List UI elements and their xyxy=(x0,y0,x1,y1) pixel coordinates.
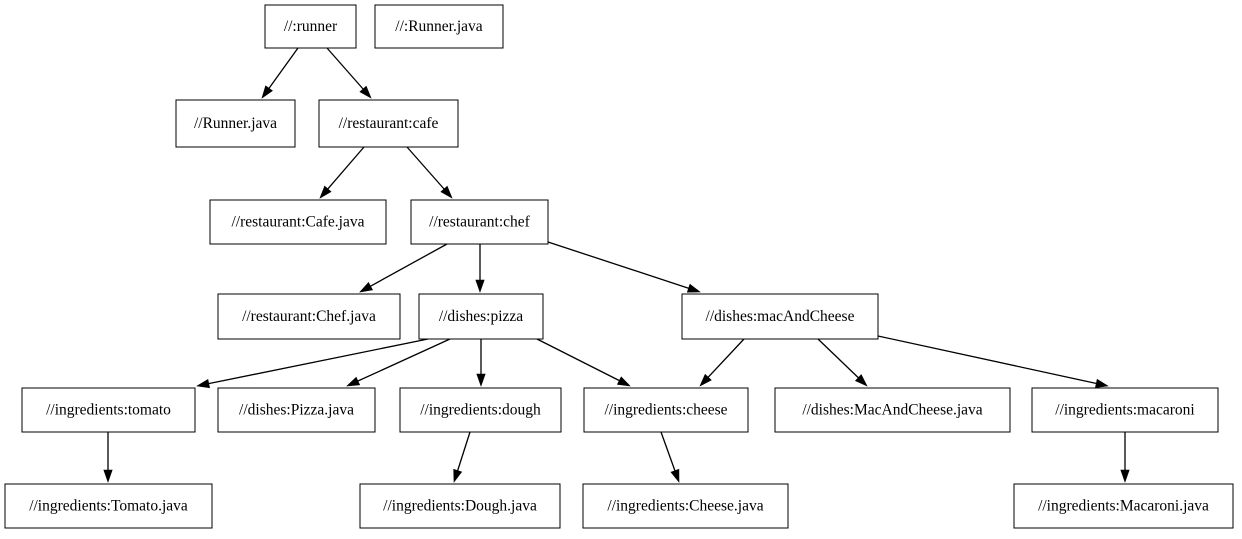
graph-edge xyxy=(346,338,451,387)
arrowhead-icon xyxy=(1094,378,1109,388)
graph-node-ing_tomato[interactable]: //ingredients:tomato xyxy=(21,387,196,433)
graph-edge xyxy=(326,47,372,99)
graph-node-dishes_macjava[interactable]: //dishes:MacAndCheese.java xyxy=(774,387,1011,433)
graph-node-ing_cheese[interactable]: //ingredients:cheese xyxy=(583,387,749,433)
node-box[interactable] xyxy=(359,483,561,529)
arrowhead-icon xyxy=(319,185,332,199)
graph-node-runner[interactable]: //:runner xyxy=(264,4,357,49)
graph-edge xyxy=(817,338,868,387)
graph-node-restaurant_chefjava[interactable]: //restaurant:Chef.java xyxy=(217,293,401,340)
arrowhead-icon xyxy=(359,85,372,99)
node-label: //restaurant:Cafe.java xyxy=(232,214,365,231)
graph-edge xyxy=(536,338,631,387)
graph-node-ing_macaronijava[interactable]: //ingredients:Macaroni.java xyxy=(1013,483,1234,529)
graph-edge xyxy=(319,146,365,199)
graph-edge xyxy=(476,339,486,387)
arrowhead-icon xyxy=(261,85,273,99)
node-label: //:Runner.java xyxy=(395,18,483,35)
graph-edge xyxy=(103,432,113,483)
arrowhead-icon xyxy=(359,282,374,293)
arrowhead-icon xyxy=(686,283,701,293)
arrowhead-icon xyxy=(854,374,868,387)
arrowhead-icon xyxy=(699,373,712,387)
arrowhead-icon xyxy=(440,185,453,199)
node-label: //ingredients:cheese xyxy=(604,402,727,419)
node-label: //restaurant:Chef.java xyxy=(242,308,376,325)
node-label: //ingredients:tomato xyxy=(46,402,171,419)
node-box[interactable] xyxy=(583,387,749,433)
node-box[interactable] xyxy=(582,483,789,529)
node-box[interactable] xyxy=(1013,483,1234,529)
node-box[interactable] xyxy=(774,387,1011,433)
node-label: //dishes:MacAndCheese.java xyxy=(802,402,982,419)
node-box[interactable] xyxy=(399,387,562,433)
node-box[interactable] xyxy=(418,293,544,340)
arrowhead-icon xyxy=(616,376,631,387)
node-box[interactable] xyxy=(374,4,504,49)
node-box[interactable] xyxy=(217,387,376,433)
node-box[interactable] xyxy=(681,293,879,340)
graph-node-ing_macaroni[interactable]: //ingredients:macaroni xyxy=(1031,387,1219,433)
graph-node-ing_dough[interactable]: //ingredients:dough xyxy=(399,387,562,433)
arrowhead-icon xyxy=(476,373,486,387)
node-label: //dishes:Pizza.java xyxy=(239,402,354,419)
node-box[interactable] xyxy=(21,387,196,433)
node-layer: //:runner //:Runner.java //Runner.java //re… xyxy=(4,4,1234,529)
edge-layer xyxy=(103,47,1130,483)
graph-edge xyxy=(877,335,1109,388)
graph-node-restaurant_cafe[interactable]: //restaurant:cafe xyxy=(318,99,459,148)
node-label: //ingredients:dough xyxy=(420,402,541,419)
node-label: //:runner xyxy=(284,18,338,35)
graph-node-dishes_pizza[interactable]: //dishes:pizza xyxy=(418,293,544,340)
node-box[interactable] xyxy=(175,99,296,148)
node-label: //restaurant:cafe xyxy=(339,115,439,132)
node-box[interactable] xyxy=(1031,387,1219,433)
graph-node-runner_java[interactable]: //Runner.java xyxy=(175,99,296,148)
node-box[interactable] xyxy=(4,483,213,529)
graph-node-runner_java_root[interactable]: //:Runner.java xyxy=(374,4,504,49)
graph-node-ing_tomatojava[interactable]: //ingredients:Tomato.java xyxy=(4,483,213,529)
graph-node-ing_doughjava[interactable]: //ingredients:Dough.java xyxy=(359,483,561,529)
arrowhead-icon xyxy=(103,469,113,483)
graph-edge xyxy=(475,244,485,293)
graph-edge xyxy=(453,431,471,483)
graph-edge xyxy=(261,47,299,99)
node-box[interactable] xyxy=(410,199,549,245)
graph-edge xyxy=(699,338,745,387)
node-label: //ingredients:Cheese.java xyxy=(607,498,763,515)
node-label: //restaurant:chef xyxy=(429,214,531,231)
graph-edge xyxy=(196,338,429,389)
graph-edge xyxy=(406,146,453,199)
graph-edge xyxy=(1120,432,1130,483)
graph-node-restaurant_chef[interactable]: //restaurant:chef xyxy=(410,199,549,245)
graph-edge xyxy=(359,243,448,293)
arrowhead-icon xyxy=(453,468,463,483)
node-box[interactable] xyxy=(217,293,401,340)
node-label: //ingredients:Dough.java xyxy=(383,498,537,515)
graph-node-ing_cheesejava[interactable]: //ingredients:Cheese.java xyxy=(582,483,789,529)
graph-node-dishes_pizzajava[interactable]: //dishes:Pizza.java xyxy=(217,387,376,433)
arrowhead-icon xyxy=(196,379,210,389)
node-label: //dishes:pizza xyxy=(439,308,523,325)
arrowhead-icon xyxy=(475,279,485,293)
node-label: //ingredients:Tomato.java xyxy=(29,498,188,515)
node-box[interactable] xyxy=(209,199,387,245)
node-label: //ingredients:macaroni xyxy=(1055,402,1195,419)
graph-edge xyxy=(660,431,680,483)
arrowhead-icon xyxy=(346,376,361,387)
node-label: //Runner.java xyxy=(194,115,277,132)
graph-node-dishes_mac[interactable]: //dishes:macAndCheese xyxy=(681,293,879,340)
graph-edge xyxy=(547,241,701,293)
node-label: //dishes:macAndCheese xyxy=(706,308,855,325)
arrowhead-icon xyxy=(670,468,680,483)
arrowhead-icon xyxy=(1120,469,1130,483)
node-box[interactable] xyxy=(264,4,357,49)
node-label: //ingredients:Macaroni.java xyxy=(1038,498,1209,515)
node-box[interactable] xyxy=(318,99,459,148)
graph-node-restaurant_cafejava[interactable]: //restaurant:Cafe.java xyxy=(209,199,387,245)
